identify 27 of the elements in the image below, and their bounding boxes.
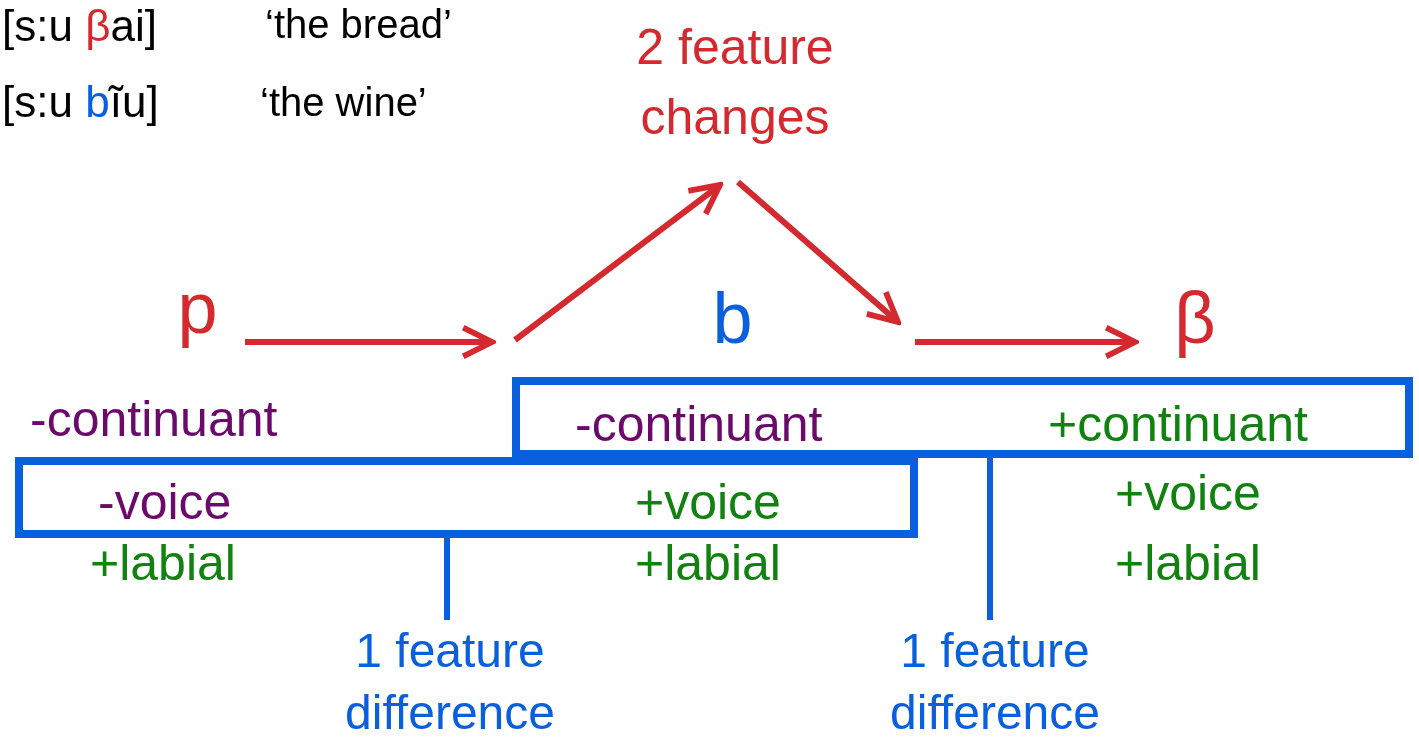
phoneme-symbol: b (685, 282, 780, 362)
phonetic-transcription: [s:u bĩu] (2, 80, 159, 124)
gloss-text: ‘the wine’ (260, 82, 427, 122)
leader-line (444, 538, 450, 620)
arrow (736, 179, 901, 325)
annotation-text: 1 feature difference (855, 620, 1135, 732)
feature-value: +voice (1115, 468, 1261, 518)
feature-value: +labial (90, 538, 236, 588)
phonetic-transcription: [s:u βai] (2, 4, 157, 48)
annotation-text: 1 feature difference (310, 620, 590, 732)
feature-value: +labial (1115, 538, 1261, 588)
phoneme-symbol: p (150, 272, 245, 352)
feature-group-box (15, 457, 918, 538)
annotation-text: 2 feature changes (600, 12, 870, 162)
feature-value: -voice (98, 477, 232, 527)
gloss-text: ‘the bread’ (265, 4, 452, 44)
arrow (245, 324, 495, 360)
feature-value: +labial (635, 538, 781, 588)
feature-value: +voice (635, 477, 781, 527)
feature-value: +continuant (1048, 399, 1308, 449)
feature-value: -continuant (575, 399, 823, 449)
phoneme-symbol: β (1150, 282, 1240, 362)
arrow (513, 182, 723, 343)
arrow (915, 324, 1138, 360)
feature-value: -continuant (30, 394, 278, 444)
feature-group-box (512, 377, 1413, 458)
leader-line (987, 458, 993, 620)
